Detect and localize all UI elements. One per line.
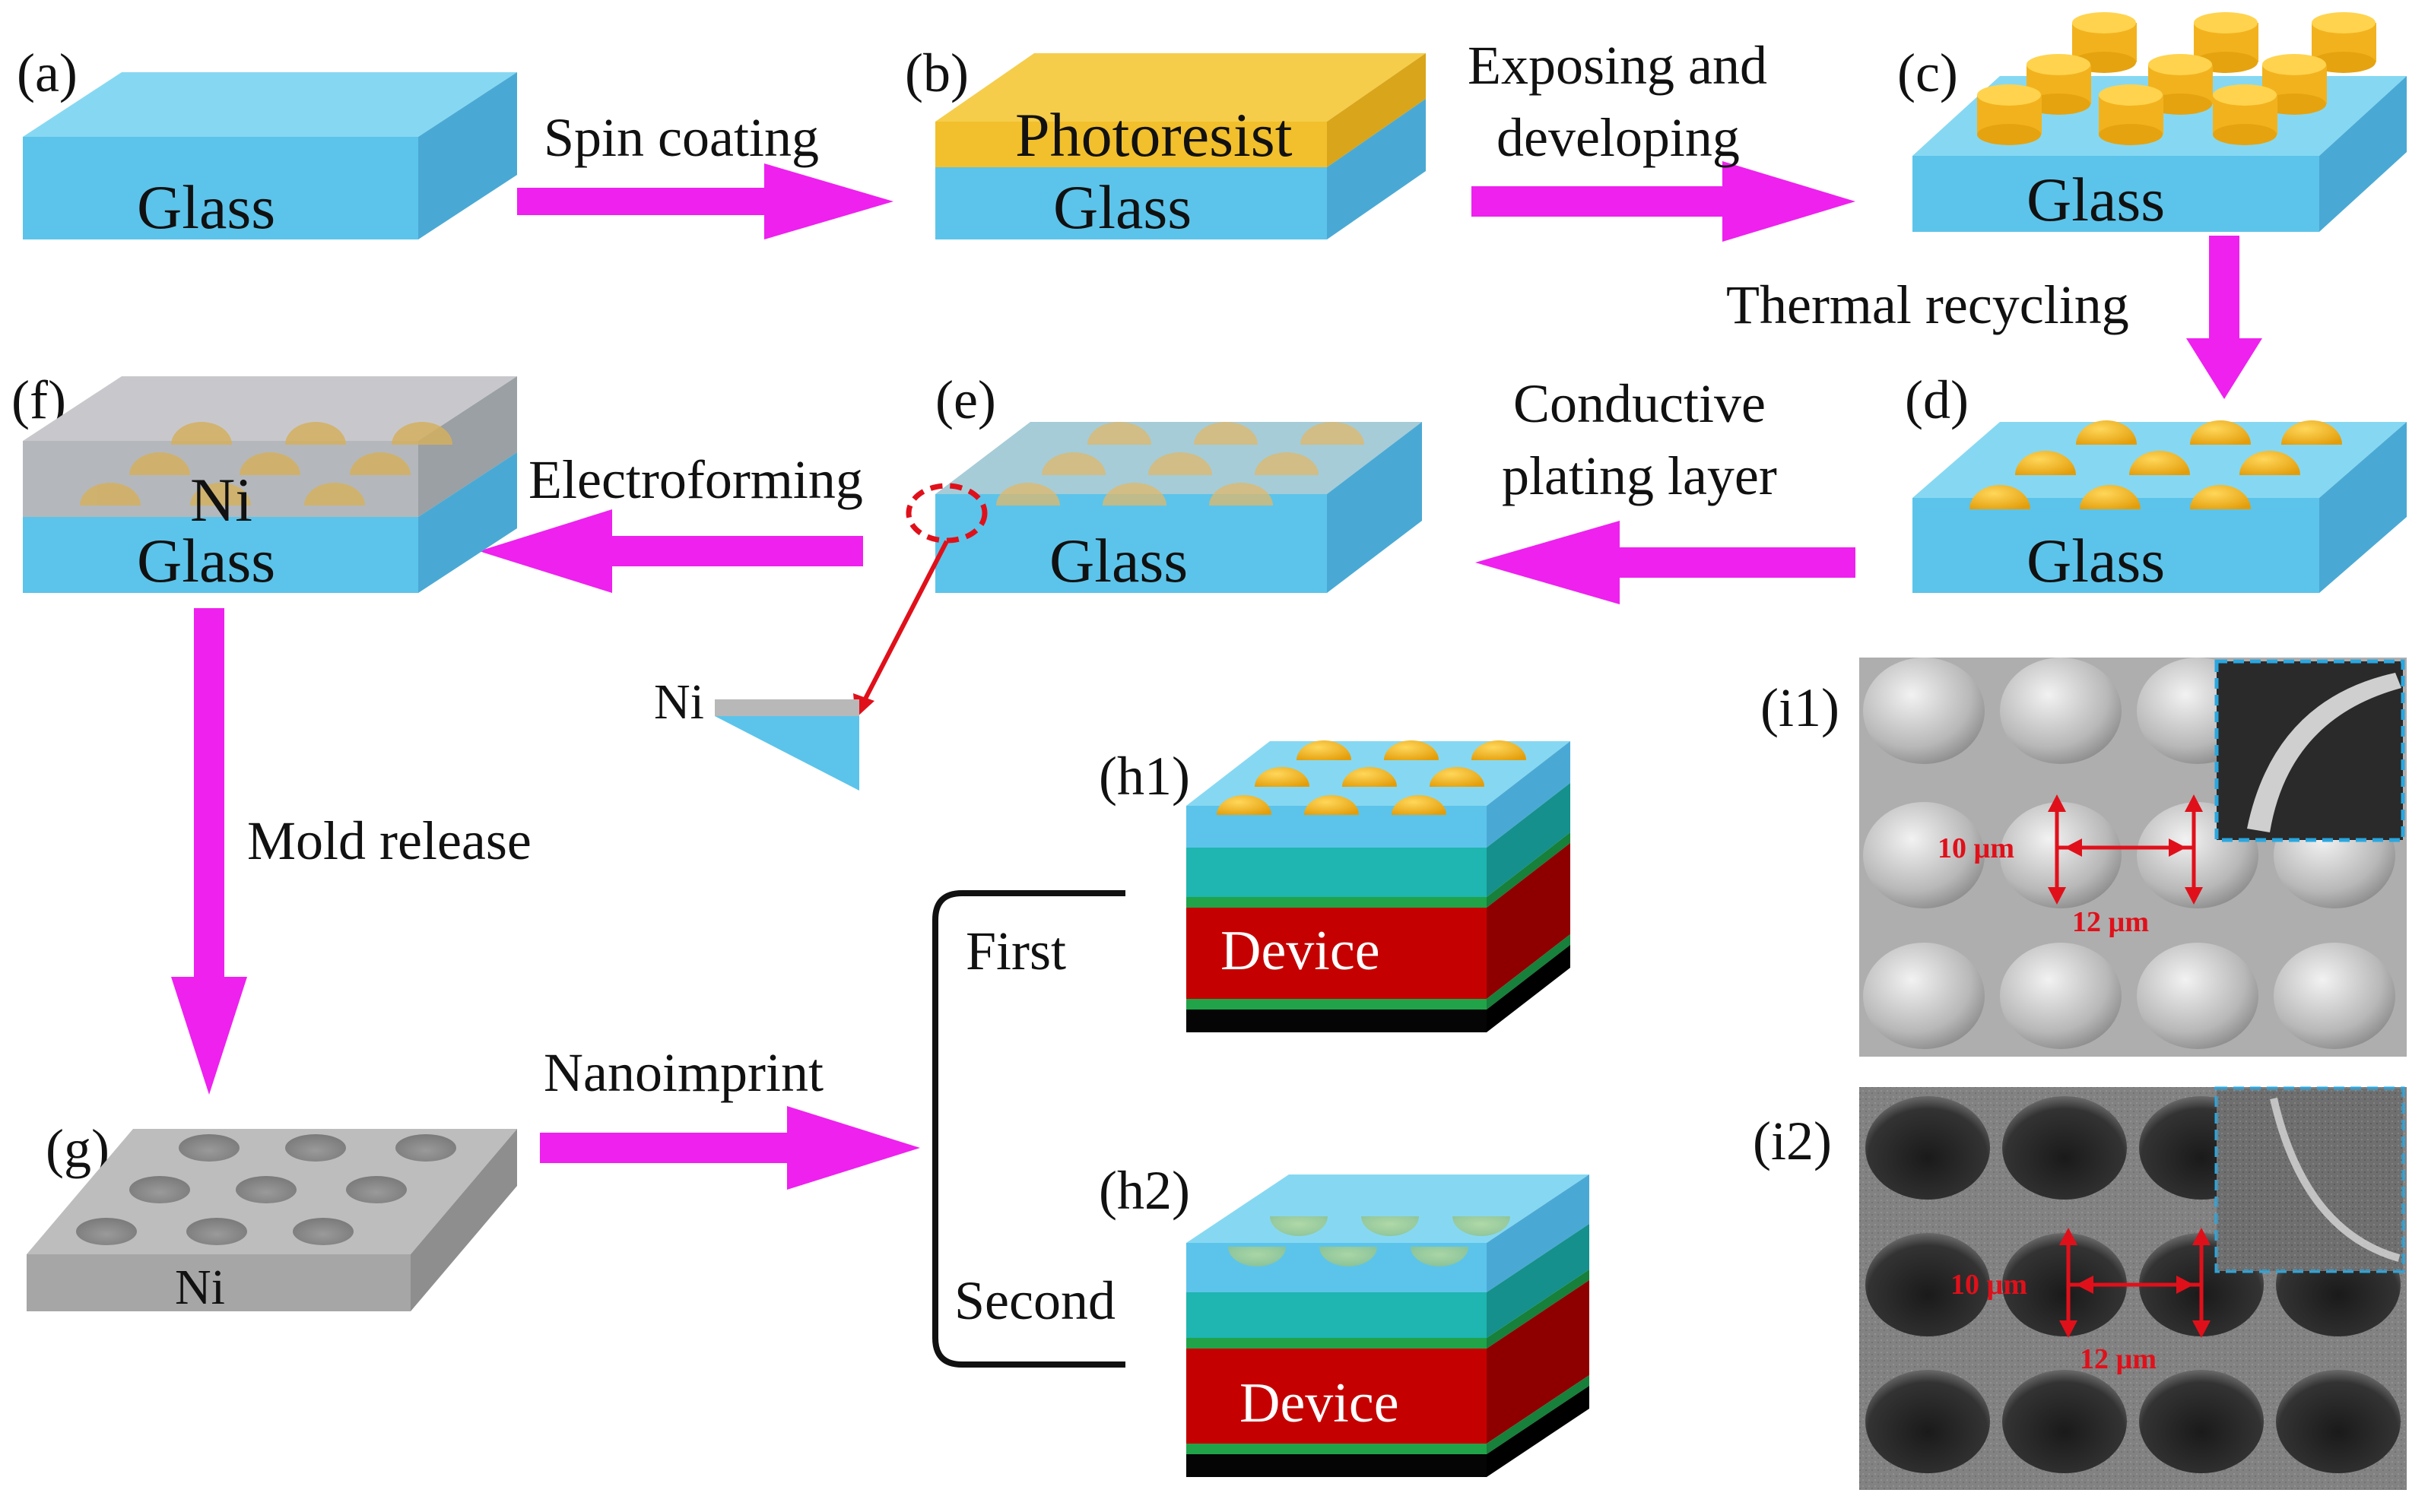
device-label-h1: Device: [1220, 920, 1380, 982]
panel-h2: (h2) Device: [1099, 1160, 1589, 1477]
panel-f: (f) Ni Glass: [11, 369, 517, 595]
step-thermal-recycling: Thermal recycling: [1726, 274, 2129, 335]
arrow-conductive-plating: [1475, 521, 1855, 604]
panel-h1-label: (h1): [1099, 746, 1190, 807]
panel-c-label: (c): [1897, 43, 1958, 103]
dim-horizontal-i1: 12 µm: [2072, 906, 2149, 938]
option-bracket: [932, 890, 1125, 1368]
ni-detail-label: Ni: [654, 674, 704, 730]
sem-image-i2: 10 µm 12 µm: [1859, 1086, 2407, 1490]
glass-label-a: Glass: [137, 173, 275, 242]
panel-i2-label: (i2): [1753, 1111, 1832, 1171]
dimension-arrowheads-i1: [2048, 794, 2203, 905]
glass-slab-a: [23, 72, 517, 239]
panel-b-label: (b): [905, 43, 969, 103]
nickel-label-f: Ni: [190, 465, 252, 534]
arrow-spin-coating: [517, 163, 893, 239]
panel-i1: (i1): [1760, 658, 2407, 1057]
panel-i1-label: (i1): [1760, 677, 1839, 738]
panel-e: (e) Glass Ni: [654, 369, 1422, 791]
arrow-exposing-developing: [1471, 161, 1855, 242]
mold-dimples: [76, 1134, 456, 1245]
microlens-array-h1: [1217, 740, 1526, 815]
step-conductive-line2: plating layer: [1502, 445, 1777, 506]
panel-d: (d) Glass: [1905, 369, 2407, 595]
arrow-nanoimprint: [540, 1106, 920, 1190]
option-first: First: [966, 921, 1066, 981]
glass-slab-b: [935, 99, 1426, 239]
arrow-mold-release: [171, 608, 247, 1095]
option-second: Second: [954, 1270, 1116, 1331]
step-nanoimprint: Nanoimprint: [544, 1042, 824, 1103]
step-conductive-line1: Conductive: [1513, 373, 1766, 434]
step-mold-release: Mold release: [247, 810, 532, 871]
panel-h2-label: (h2): [1099, 1160, 1190, 1221]
device-label-h2: Device: [1239, 1372, 1399, 1434]
arrow-thermal-recycling: [2186, 236, 2262, 399]
panel-a-label: (a): [17, 43, 78, 103]
embedded-lenses-f: [80, 422, 452, 506]
dim-vertical-i2: 10 µm: [1950, 1269, 2027, 1301]
photoresist-cylinders: [1977, 12, 2376, 145]
nickel-label-g: Ni: [175, 1260, 225, 1315]
glass-label-b: Glass: [1053, 173, 1192, 242]
photoresist-layer: [935, 53, 1426, 167]
glass-label-d: Glass: [2027, 526, 2165, 595]
panel-i2: (i2): [1753, 1086, 2407, 1490]
sem-inset-i1: [2214, 659, 2405, 842]
panel-h1: (h1) Device: [1099, 740, 1570, 1032]
sem-inset-i2: [2214, 1086, 2405, 1273]
concave-lens-array-h2: [1228, 1216, 1510, 1266]
dim-horizontal-i2: 12 µm: [2080, 1343, 2157, 1375]
zoom-pointer: [861, 540, 949, 705]
panel-b: (b) Photoresist Glass: [905, 43, 1426, 242]
panel-d-label: (d): [1905, 369, 1969, 430]
sem-image-i1: 10 µm 12 µm: [1859, 658, 2407, 1057]
panel-g: (g) Ni: [27, 1118, 517, 1315]
photoresist-label: Photoresist: [1015, 100, 1293, 170]
dimension-arrowheads-i2: [2059, 1228, 2211, 1338]
panel-e-label: (e): [935, 369, 996, 430]
glass-label-e: Glass: [1049, 526, 1188, 595]
panel-a: (a) Glass: [17, 43, 517, 242]
glass-slab-f: [23, 452, 517, 593]
step-exposing-line2: developing: [1496, 107, 1740, 168]
step-spin-coating: Spin coating: [544, 107, 819, 168]
glass-label-c: Glass: [2027, 165, 2165, 234]
microlens-array-d: [1969, 420, 2342, 509]
glass-label-f: Glass: [137, 526, 275, 595]
zoom-circle: [906, 483, 988, 544]
panel-c: (c) Glass: [1897, 12, 2407, 234]
ni-detail: [715, 699, 859, 791]
coated-microlens-array-e: [996, 422, 1364, 506]
sem-bumps-i1: [1863, 658, 2395, 1049]
arrow-electroforming: [479, 509, 863, 593]
step-exposing-line1: Exposing and: [1468, 35, 1767, 96]
step-electroforming: Electroforming: [528, 449, 863, 510]
dim-vertical-i1: 10 µm: [1938, 832, 2014, 864]
panel-g-label: (g): [46, 1118, 109, 1179]
